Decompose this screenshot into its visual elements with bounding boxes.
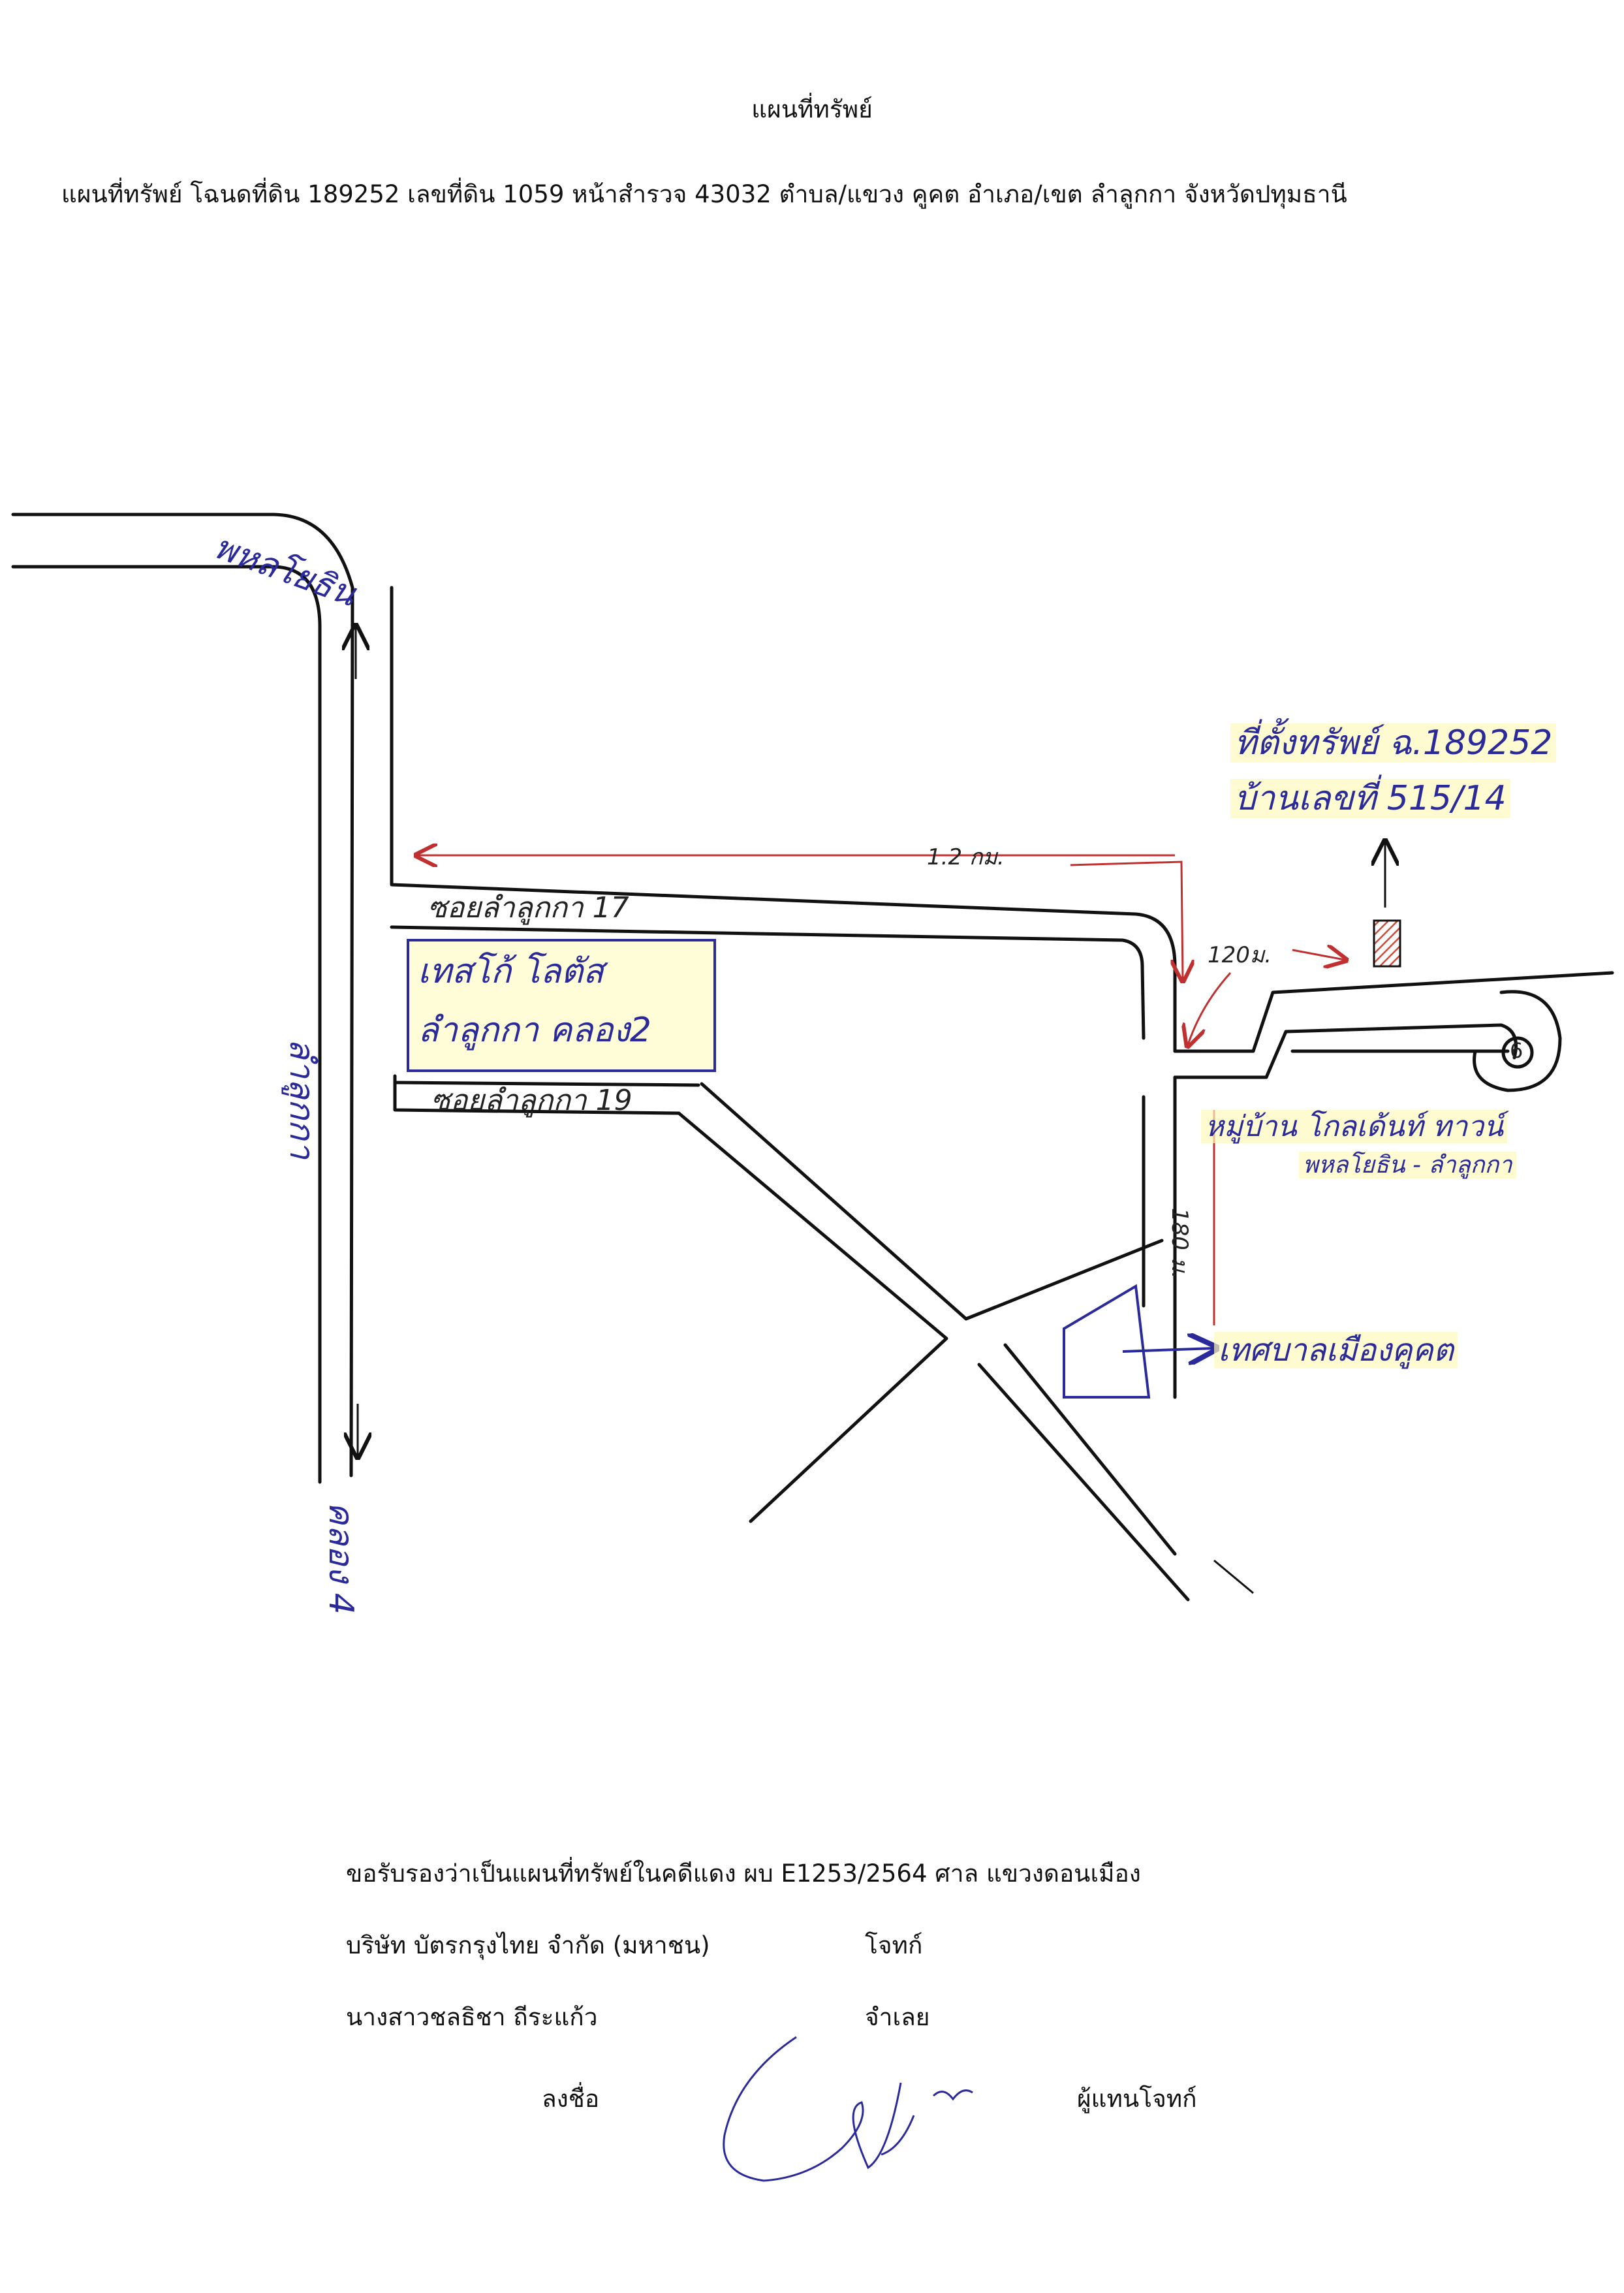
- label-tesco-line2: ลำลูกกา คลอง2: [418, 1011, 651, 1050]
- distance-lines: [418, 855, 1345, 1325]
- defendant-name: นางสาวชลธิชา ถีระแก้ว: [346, 2003, 598, 2031]
- page-title: แผนที่ทรัพย์: [751, 95, 873, 123]
- tesco-lotus-box: [407, 939, 716, 1072]
- label-distance-120: 120ม.: [1208, 942, 1272, 968]
- label-roundabout: 6: [1510, 1038, 1523, 1063]
- label-road-bottom-left: คลอง 4: [321, 1502, 360, 1615]
- label-property-line2: บ้านเลขที่ 515/14: [1230, 770, 1510, 825]
- representative-label: ผู้แทนโจทก์: [1077, 2085, 1197, 2113]
- label-tesco-line1: เทสโก้ โลตัส: [418, 952, 604, 991]
- company-name: บริษัท บัตรกรุงไทย จำกัด (มหาชน): [346, 1931, 710, 1959]
- role-plaintiff: โจทก์: [865, 1931, 923, 1959]
- sign-label: ลงชื่อ: [542, 2085, 600, 2113]
- role-defendant: จำเลย: [865, 2003, 930, 2031]
- property-description: แผนที่ทรัพย์ โฉนดที่ดิน 189252 เลขที่ดิน…: [61, 180, 1347, 208]
- label-property-line1: ที่ตั้งทรัพย์ ฉ.189252: [1230, 715, 1557, 769]
- label-road-left: ลำลูกกา: [282, 1038, 321, 1160]
- road-lines: [11, 513, 1614, 1602]
- municipality-pointer: [1122, 1348, 1214, 1352]
- label-distance-top: 1.2 กม.: [927, 844, 1005, 870]
- label-soi-17: ซอยลำลูกกา 17: [428, 891, 629, 925]
- label-soi-19: ซอยลำลูกกา 19: [431, 1084, 632, 1117]
- municipality-box: [1063, 1284, 1151, 1399]
- property-marker: [1373, 919, 1401, 968]
- label-village-line1: หมู่บ้าน โกลเด้นท์ ทาวน์: [1201, 1103, 1508, 1149]
- certify-text: ขอรับรองว่าเป็นแผนที่ทรัพย์ในคดีแดง ผบ E…: [346, 1859, 1141, 1888]
- label-distance-180: 180 ม.: [1166, 1208, 1193, 1279]
- label-village-line2: พหลโยธิน - ลำลูกกา: [1299, 1146, 1516, 1183]
- traffic-arrows: [356, 627, 1254, 1594]
- label-municipality: เทศบาลเมืองคูคต: [1214, 1325, 1458, 1375]
- signature-mark: [723, 2036, 973, 2182]
